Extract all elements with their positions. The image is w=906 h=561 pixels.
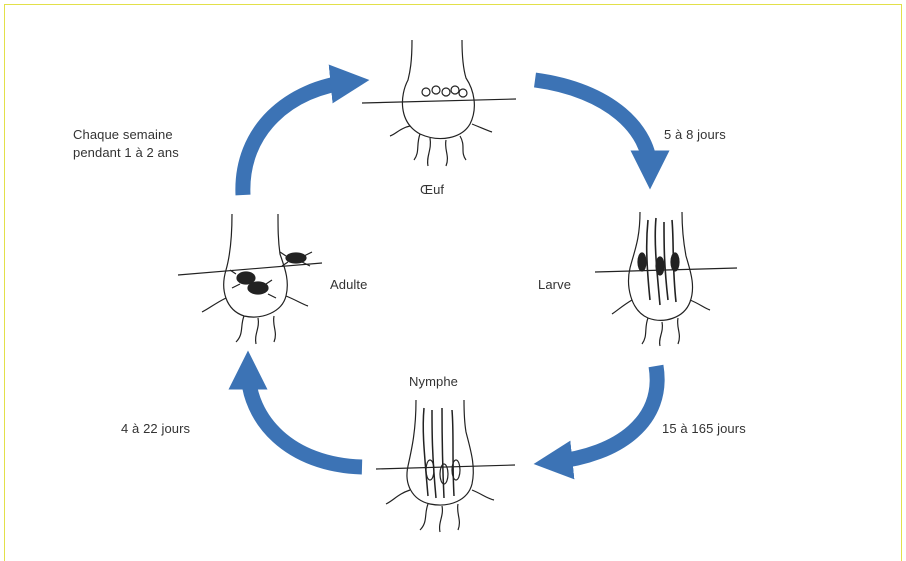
duration-egg-to-larva: 5 à 8 jours <box>664 126 726 143</box>
hair-follicle-nymph-icon <box>376 400 515 532</box>
hair-follicle-egg-icon <box>362 40 516 166</box>
arrow-adult-to-egg <box>243 82 350 195</box>
arrow-larva-to-nymph <box>553 366 657 462</box>
arrow-egg-to-larva <box>535 80 650 170</box>
arrow-nymph-to-adult <box>248 370 362 467</box>
stage-label-egg: Œuf <box>420 181 444 198</box>
stage-label-nymph: Nymphe <box>409 373 458 390</box>
duration-larva-to-nymph: 15 à 165 jours <box>662 420 746 437</box>
hair-follicle-larva-icon <box>595 212 737 346</box>
duration-adult-to-egg-line2: pendant 1 à 2 ans <box>73 144 179 161</box>
stage-label-larva: Larve <box>538 276 571 293</box>
duration-adult-to-egg-line1: Chaque semaine <box>73 126 173 143</box>
hair-follicle-adult-icon <box>178 214 322 344</box>
duration-nymph-to-adult: 4 à 22 jours <box>121 420 190 437</box>
stage-label-adult: Adulte <box>330 276 367 293</box>
